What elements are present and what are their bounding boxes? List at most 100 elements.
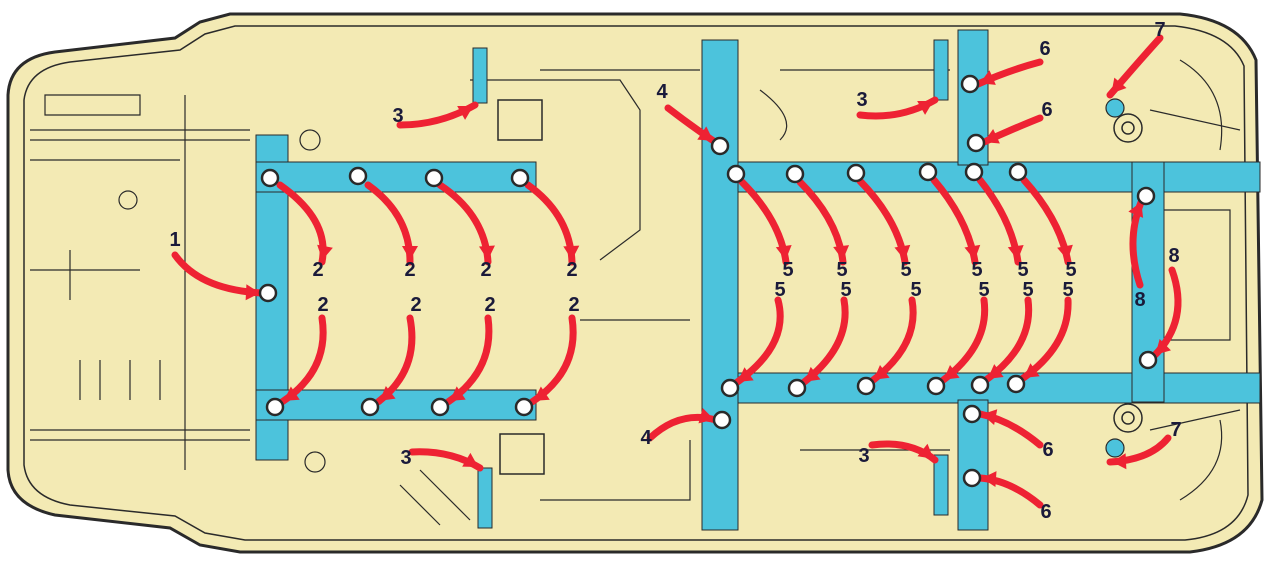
pointer-arrow-head (894, 244, 911, 261)
point-group-label: 2 (484, 294, 495, 316)
point-group-label: 6 (1041, 99, 1052, 121)
pointer-arrow-head (737, 367, 754, 382)
front-small-bar-top (472, 47, 488, 104)
point-group-label: 4 (656, 81, 668, 103)
pointer-arrow-head (917, 443, 934, 459)
rear-hubs (1113, 113, 1143, 433)
measurement-point (1136, 186, 1156, 206)
rear-small-bar-bottom (933, 454, 949, 516)
point-group-label: 4 (640, 427, 652, 449)
rear-small-bar-top (933, 39, 949, 101)
pointer-arrow-head (563, 245, 580, 261)
point-group-label: 5 (978, 279, 989, 301)
measurement-point (846, 163, 866, 183)
pointer-arrow-head (983, 129, 1000, 144)
measurement-point (970, 375, 990, 395)
measurement-point (960, 74, 980, 94)
pointer-arrow-head (1155, 339, 1171, 355)
measurement-point (787, 378, 807, 398)
front-rail-bottom (255, 389, 537, 421)
point-group-label: 5 (774, 279, 785, 301)
point-group-label: 6 (1040, 501, 1051, 523)
measurement-point (962, 404, 982, 424)
pointer-arrow-head (979, 70, 996, 85)
pointer-arrow-head (533, 386, 550, 401)
pointer-arrow-head (283, 386, 300, 401)
pointer-arrow-head (833, 245, 850, 261)
arrows-layer (171, 34, 1182, 509)
pointer-arrow-head (775, 245, 792, 261)
measurement-point (918, 162, 938, 182)
point-group-label: 2 (566, 259, 577, 281)
pointer-arrow-head (1111, 453, 1127, 470)
point-group-label: 7 (1170, 419, 1181, 441)
front-small-bar-bottom (477, 467, 493, 529)
pointer-arrow-head (987, 364, 1004, 379)
point-group-label: 5 (1017, 259, 1028, 281)
point-group-label: 5 (836, 259, 847, 281)
measurement-point (712, 410, 732, 430)
pointer-arrow-head (478, 245, 495, 261)
pads (497, 99, 545, 475)
pointer-arrow-head (917, 100, 934, 115)
point-group-label: 5 (1022, 279, 1033, 301)
measurement-point (510, 168, 530, 188)
front-rail-top (255, 161, 537, 193)
measurement-point (962, 468, 982, 488)
measurement-point (726, 164, 746, 184)
point-group-label: 2 (480, 259, 491, 281)
point-group-label: 3 (392, 105, 403, 127)
pointer-arrow-head (964, 244, 981, 261)
point-group-label: 2 (317, 294, 328, 316)
measurement-point (1006, 374, 1026, 394)
measurement-point (926, 376, 946, 396)
pointer-arrow-head (1057, 244, 1073, 261)
pointer-arrow-head (697, 126, 714, 141)
floor-pan-inner-edge (23, 25, 1249, 541)
pointer-arrow-head (462, 452, 479, 467)
measurement-point (966, 133, 986, 153)
measurement-point (1008, 162, 1028, 182)
pointer-arrow-head (1111, 77, 1127, 94)
pointer-arrow-head (317, 244, 333, 261)
points-layer (258, 74, 1158, 488)
pointer-arrow-head (379, 385, 396, 401)
measurement-point (785, 164, 805, 184)
pointer-arrow-head (873, 365, 890, 380)
point-group-label: 3 (858, 445, 869, 467)
measurement-point (348, 166, 368, 186)
pointer-arrow-head (1007, 245, 1024, 261)
point-group-label: 2 (404, 259, 415, 281)
pointer-arrow-head (981, 409, 998, 425)
measurement-point (430, 397, 450, 417)
measurement-point (720, 378, 740, 398)
point-group-label: 8 (1168, 245, 1179, 267)
pointer-arrow-head (402, 246, 418, 260)
pointer-arrow-head (804, 366, 821, 382)
pointer-arrow-head (457, 105, 474, 120)
pointer-arrow-head (449, 386, 466, 401)
measurement-point (1138, 350, 1158, 370)
pointer-arrow-head (1128, 201, 1144, 218)
point-group-label: 6 (1042, 439, 1053, 461)
measurement-point (265, 397, 285, 417)
measurement-point (964, 162, 984, 182)
point-group-label: 2 (312, 259, 323, 281)
point-group-label: 5 (1065, 259, 1076, 281)
point-group-label: 7 (1154, 19, 1165, 41)
point-group-label: 2 (568, 294, 579, 316)
pointer-arrow-head (1023, 363, 1040, 378)
point-group-label: 5 (782, 259, 793, 281)
front-floor-details (30, 59, 1241, 526)
center-crossmember (701, 39, 739, 531)
measurement-point (260, 168, 280, 188)
point-group-label: 2 (410, 294, 421, 316)
point-group-label: 1 (169, 229, 180, 251)
point-group-label: 3 (400, 447, 411, 469)
measurement-point (258, 283, 278, 303)
point-group-label: 5 (900, 259, 911, 281)
pointer-arrow-head (943, 365, 960, 380)
point-group-label: 5 (910, 279, 921, 301)
floor-pan-outline (6, 12, 1264, 554)
